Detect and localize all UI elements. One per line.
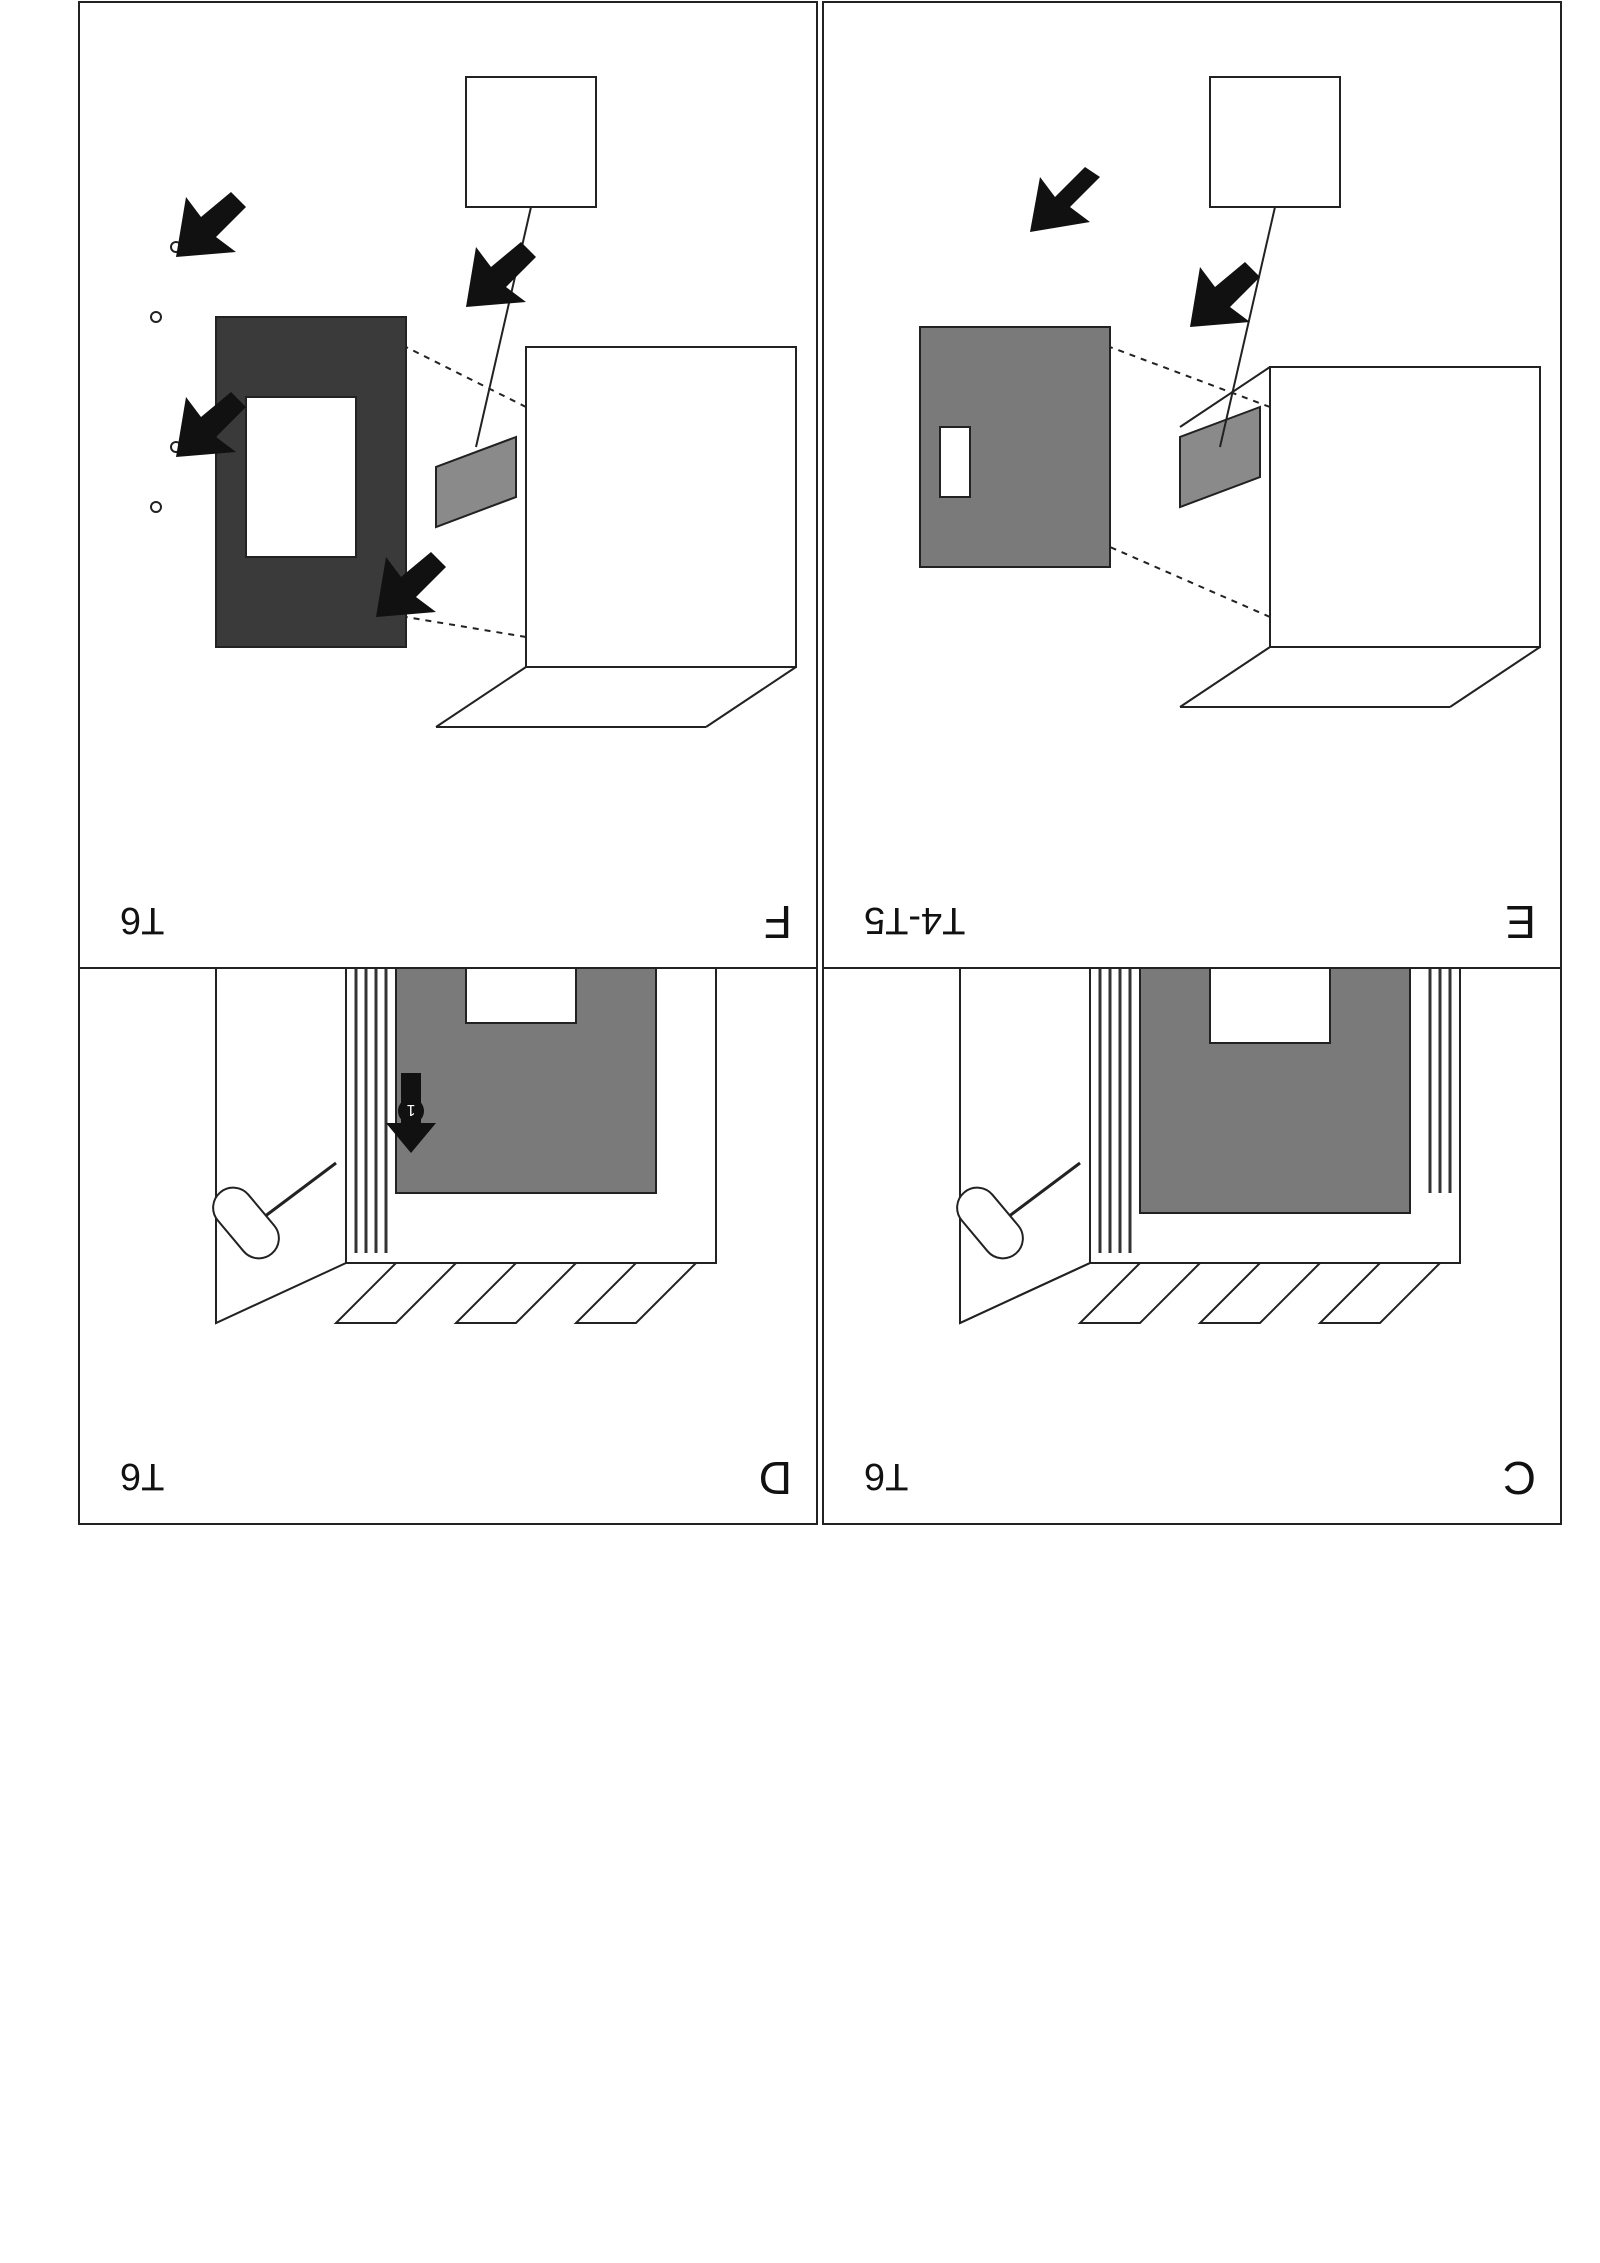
arrow-out-1 — [176, 192, 246, 257]
t6-frame-illustration — [150, 76, 797, 728]
arrow-out-2 — [176, 392, 246, 457]
panel-f: F T6 — [78, 1, 818, 969]
arrow-in-1 — [466, 242, 536, 307]
arrow-in — [1190, 262, 1260, 327]
arrow-step-1: 1 — [386, 1073, 436, 1153]
t4-t5-cover-illustration — [919, 76, 1541, 708]
step-1-label: 1 — [406, 1101, 415, 1118]
arrow-out — [1030, 167, 1100, 232]
arrow-in-2 — [376, 552, 446, 617]
panel-e: E T4-T5 — [822, 1, 1562, 969]
